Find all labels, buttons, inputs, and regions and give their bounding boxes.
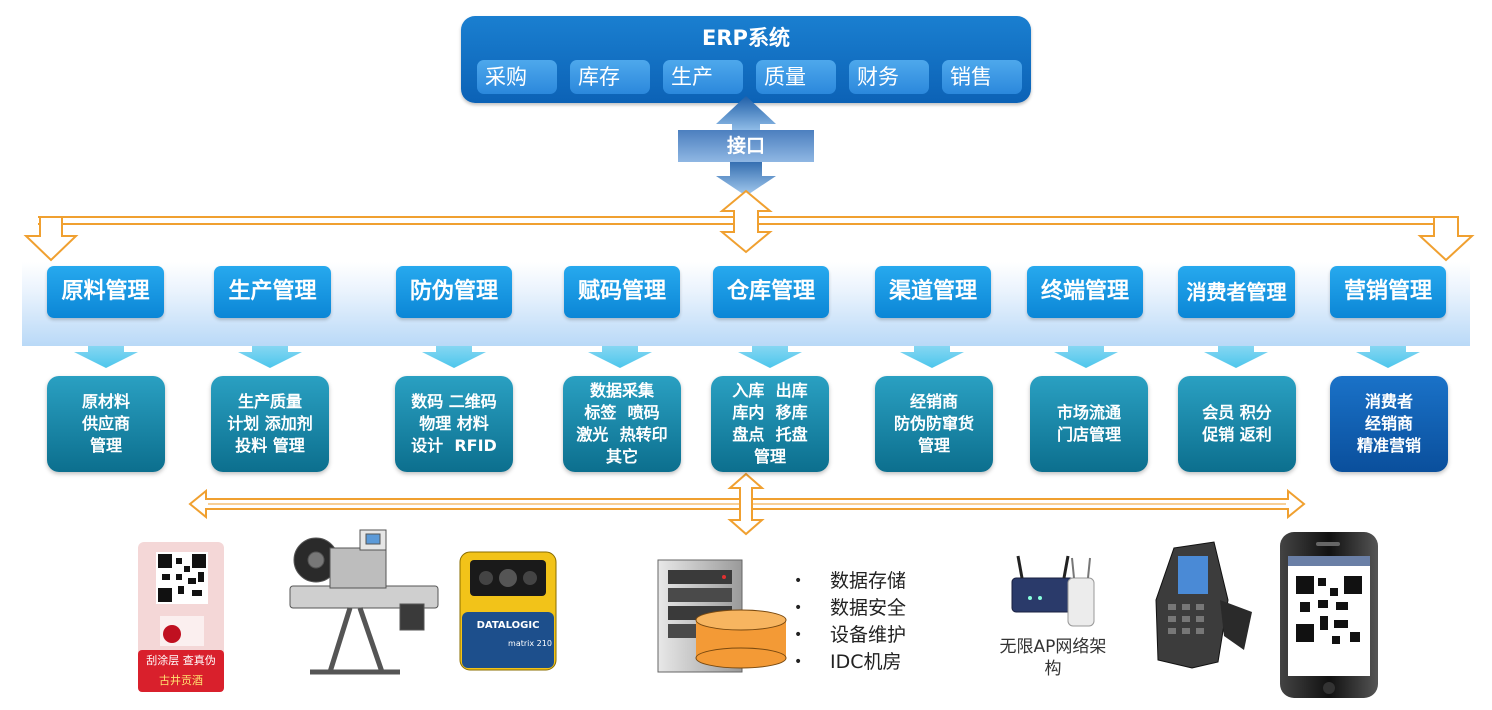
detail-line: 数码 二维码 [411, 392, 497, 411]
label-sticker-text-1: 刮涂层 查真伪 [146, 653, 216, 667]
top-orange-connector [23, 189, 1475, 262]
detail-line: 精准营销 [1356, 436, 1421, 455]
server-feature-item: IDC机房 [794, 649, 906, 676]
mgmt-raw-material: 原料管理 [47, 266, 164, 318]
scanner-brand-text: DATALOGIC [477, 620, 540, 631]
detail-line: 管理 [917, 436, 950, 455]
mgmt-channel: 渠道管理 [875, 266, 991, 318]
erp-system-box: ERP系统 采购 库存 生产 质量 财务 销售 [461, 16, 1031, 103]
detail-line: 设计 RFID [411, 436, 497, 455]
detail-line: 市场流通 [1056, 403, 1121, 422]
scanner-model-text: matrix 210 [508, 639, 552, 648]
server-feature-list: 数据存储 数据安全 设备维护 IDC机房 [794, 568, 906, 676]
mgmt-production: 生产管理 [214, 266, 331, 318]
detail-channel: 经销商 防伪防窜货 管理 [875, 376, 993, 472]
barcode-scanner-image: DATALOGIC matrix 210 [459, 551, 557, 671]
detail-consumer: 会员 积分 促销 返利 [1178, 376, 1296, 472]
interface-label: 接口 [726, 135, 765, 157]
detail-line: 入库 出库 [732, 381, 808, 400]
mgmt-anti-counterfeit: 防伪管理 [396, 266, 512, 318]
interface-arrow [678, 96, 814, 196]
detail-line: 投料 管理 [235, 436, 305, 455]
detail-line: 门店管理 [1056, 425, 1121, 444]
erp-module-production: 生产 [663, 60, 743, 94]
detail-line: 促销 返利 [1202, 425, 1272, 444]
detail-line: 物理 材料 [419, 414, 489, 433]
labeling-machine-image [289, 529, 439, 675]
detail-line: 经销商 [909, 392, 958, 411]
detail-line: 生产质量 [237, 392, 302, 411]
detail-line: 库内 移库 [732, 403, 808, 422]
detail-anti-counterfeit: 数码 二维码 物理 材料 设计 RFID [395, 376, 513, 472]
server-feature-item: 设备维护 [794, 622, 906, 649]
erp-module-finance: 财务 [849, 60, 929, 94]
wireless-ap-label: 无限AP网络架构 [999, 637, 1107, 679]
detail-raw-material: 原材料 供应商 管理 [47, 376, 165, 472]
detail-line: 消费者 [1364, 392, 1413, 411]
detail-line: 数据采集 [589, 381, 654, 400]
detail-line: 管理 [89, 436, 122, 455]
detail-terminal: 市场流通 门店管理 [1030, 376, 1148, 472]
label-sticker-text-2: 古井贡酒 [159, 673, 203, 687]
detail-production: 生产质量 计划 添加剂 投料 管理 [211, 376, 329, 472]
handheld-terminal-image [1155, 541, 1252, 669]
erp-module-quality: 质量 [756, 60, 836, 94]
server-feature-item: 数据存储 [794, 568, 906, 595]
detail-line: 计划 添加剂 [227, 414, 313, 433]
erp-title: ERP系统 [702, 26, 790, 50]
detail-line: 盘点 托盘 [732, 425, 808, 444]
detail-line: 其它 [605, 447, 638, 466]
mgmt-coding: 赋码管理 [564, 266, 680, 318]
detail-line: 原材料 [81, 392, 130, 411]
erp-module-purchase: 采购 [477, 60, 557, 94]
bottom-orange-connector [188, 472, 1306, 536]
detail-coding: 数据采集 标签 喷码 激光 热转印 其它 [563, 376, 681, 472]
erp-module-sales: 销售 [942, 60, 1022, 94]
server-feature-item: 数据安全 [794, 595, 906, 622]
wireless-ap-image [1011, 555, 1095, 627]
detail-marketing: 消费者 经销商 精准营销 [1330, 376, 1448, 472]
mgmt-terminal: 终端管理 [1027, 266, 1143, 318]
detail-line: 防伪防窜货 [893, 414, 974, 433]
mgmt-warehouse: 仓库管理 [713, 266, 829, 318]
detail-line: 激光 热转印 [576, 425, 668, 444]
detail-warehouse: 入库 出库 库内 移库 盘点 托盘 管理 [711, 376, 829, 472]
mgmt-consumer: 消费者管理 [1178, 266, 1295, 318]
detail-line: 经销商 [1364, 414, 1413, 433]
detail-line: 标签 喷码 [584, 403, 660, 422]
detail-line: 会员 积分 [1202, 403, 1272, 422]
server-rack-image [657, 559, 787, 673]
smartphone-qr-image [1280, 532, 1378, 698]
mgmt-marketing: 营销管理 [1330, 266, 1446, 318]
anti-counterfeit-label-image: 刮涂层 查真伪 古井贡酒 [138, 542, 224, 692]
detail-line: 供应商 [81, 414, 130, 433]
erp-module-inventory: 库存 [570, 60, 650, 94]
detail-line: 管理 [753, 447, 786, 466]
